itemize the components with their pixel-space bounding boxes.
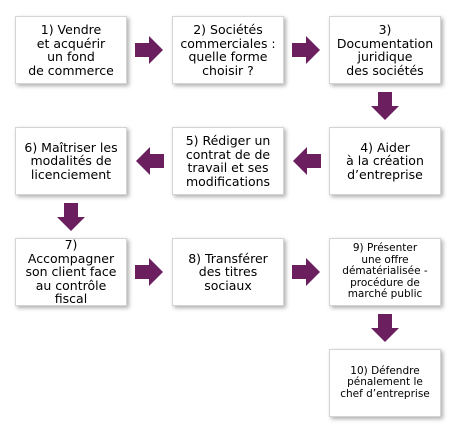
step-6-box: 6) Maîtriser les modalités de licencieme… — [15, 127, 127, 195]
arrow-right-icon — [292, 258, 320, 286]
arrow-right-icon — [135, 36, 163, 64]
arrow-left-icon — [136, 147, 164, 175]
step-3-box: 3) Documentation juridique des sociétés — [329, 16, 441, 84]
step-2-box: 2) Sociétés commerciales : quelle forme … — [172, 16, 284, 84]
step-5-box: 5) Rédiger un contrat de de travail et s… — [172, 127, 284, 195]
step-10-box: 10) Défendre pénalement le chef d’entrep… — [329, 349, 441, 417]
arrow-right-icon — [135, 258, 163, 286]
step-9-box: 9) Présenter une offre dématérialisée - … — [329, 238, 441, 306]
arrow-left-icon — [293, 147, 321, 175]
arrow-down-icon — [57, 203, 85, 231]
arrow-right-icon — [292, 36, 320, 64]
step-7-box: 7) Accompagner son client face au contrô… — [15, 238, 127, 306]
step-4-box: 4) Aider à la création d’entreprise — [329, 127, 441, 195]
arrow-down-icon — [371, 314, 399, 342]
arrow-down-icon — [371, 92, 399, 120]
step-8-box: 8) Transférer des titres sociaux — [172, 238, 284, 306]
step-1-box: 1) Vendre et acquérir un fond de commerc… — [15, 16, 127, 84]
